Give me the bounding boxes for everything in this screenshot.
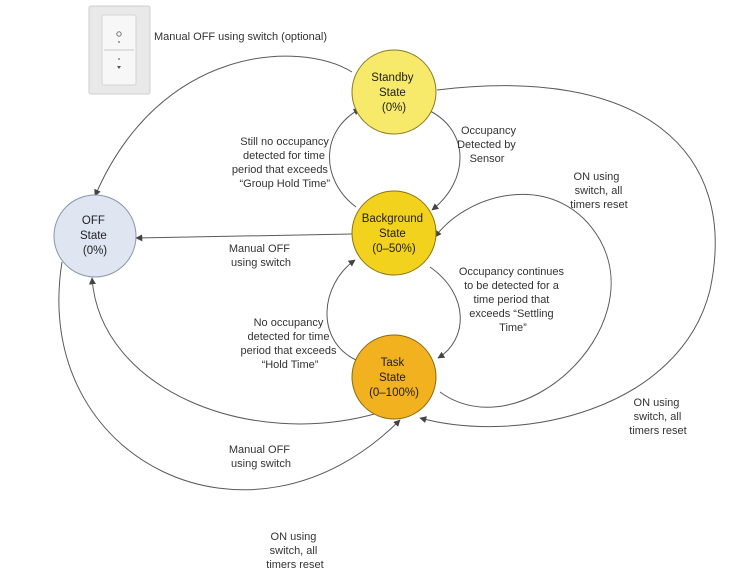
state-off-level: (0%) bbox=[83, 245, 107, 257]
arrow-task-to-background-reset bbox=[434, 194, 612, 408]
label-manual-off-background: Manual OFF using switch bbox=[229, 243, 293, 269]
arrow-background-to-standby bbox=[329, 108, 361, 208]
state-task: Task State (0–100%) bbox=[351, 334, 437, 420]
label-manual-off-optional: Manual OFF using switch (optional) bbox=[154, 31, 327, 43]
label-line: Manual OFF bbox=[229, 243, 290, 255]
label-line: using switch bbox=[231, 458, 291, 470]
transition-arrows bbox=[58, 55, 716, 491]
state-task-title: Task bbox=[381, 357, 405, 369]
label-line: Occupancy continues bbox=[459, 266, 565, 278]
label-line: ON using bbox=[271, 531, 317, 543]
state-background: Background State (0–50%) bbox=[351, 190, 437, 276]
label-line: “Group Hold Time” bbox=[240, 178, 331, 190]
label-line: switch, all bbox=[270, 545, 318, 557]
label-no-occupancy-hold: No occupancy detected for time period th… bbox=[240, 317, 339, 371]
state-task-subtitle: State bbox=[379, 372, 406, 384]
state-standby-title: Standby bbox=[371, 72, 413, 84]
label-on-reset-upper: ON using switch, all timers reset bbox=[570, 171, 627, 211]
state-standby-level: (0%) bbox=[382, 102, 406, 114]
label-manual-off-task: Manual OFF using switch bbox=[229, 444, 293, 470]
arrow-background-to-off bbox=[135, 233, 353, 242]
label-line: Manual OFF bbox=[229, 444, 290, 456]
label-occupancy-continues: Occupancy continues to be detected for a… bbox=[459, 266, 567, 334]
state-standby-subtitle: State bbox=[379, 87, 406, 99]
label-line: “Hold Time” bbox=[262, 359, 319, 371]
label-line: time period that bbox=[474, 294, 550, 306]
label-line: switch, all bbox=[634, 411, 682, 423]
arrow-off-to-task bbox=[58, 261, 401, 491]
arrow-task-to-background bbox=[326, 259, 357, 361]
label-line: ON using bbox=[634, 397, 680, 409]
svg-text:Background State (: Background State (0–50%) bbox=[362, 213, 427, 255]
label-line: period that exceeds bbox=[232, 164, 329, 176]
label-line: detected for time bbox=[243, 150, 325, 162]
state-background-level: (0–50%) bbox=[372, 243, 416, 255]
arrow-standby-to-task bbox=[419, 85, 716, 428]
arrow-background-to-task bbox=[429, 266, 461, 359]
svg-text:Task State (0–100%: Task State (0–100%) bbox=[369, 357, 419, 399]
label-line: Detected by bbox=[457, 139, 516, 151]
label-line: timers reset bbox=[629, 425, 686, 437]
wall-switch-icon bbox=[88, 5, 151, 95]
label-still-no-occupancy: Still no occupancy detected for time per… bbox=[232, 136, 332, 190]
label-line: Sensor bbox=[470, 153, 505, 165]
state-background-subtitle: State bbox=[379, 228, 406, 240]
state-task-level: (0–100%) bbox=[369, 387, 419, 399]
arrow-task-to-off bbox=[88, 277, 379, 425]
state-standby: Standby State (0%) bbox=[351, 49, 437, 135]
label-line: Manual OFF using switch (optional) bbox=[154, 31, 327, 43]
label-line: to be detected for a bbox=[464, 280, 560, 292]
label-line: timers reset bbox=[266, 559, 323, 571]
label-line: detected for time bbox=[248, 331, 330, 343]
label-line: ON using bbox=[574, 171, 620, 183]
state-off: OFF State (0%) bbox=[53, 194, 137, 278]
label-occupancy-detected: Occupancy Detected by Sensor bbox=[457, 125, 519, 165]
state-off-title: OFF bbox=[82, 215, 105, 227]
arrow-standby-to-background bbox=[427, 109, 461, 211]
label-line: Time” bbox=[499, 322, 527, 334]
state-off-subtitle: State bbox=[80, 230, 107, 242]
label-line: No occupancy bbox=[254, 317, 324, 329]
label-line: Occupancy bbox=[461, 125, 517, 137]
state-background-title: Background bbox=[362, 213, 423, 225]
label-on-reset-bottom: ON using switch, all timers reset bbox=[266, 531, 323, 571]
label-line: switch, all bbox=[575, 185, 623, 197]
label-line: Still no occupancy bbox=[240, 136, 329, 148]
svg-text:Standby State (0%): Standby State (0%) bbox=[371, 72, 416, 114]
label-line: timers reset bbox=[570, 199, 627, 211]
label-line: exceeds “Settling bbox=[469, 308, 553, 320]
svg-text:OFF State (0%): OFF State (0%) bbox=[80, 215, 110, 257]
label-on-reset-right: ON using switch, all timers reset bbox=[629, 397, 686, 437]
arrow-standby-to-off bbox=[94, 55, 353, 197]
label-line: period that exceeds bbox=[240, 345, 337, 357]
label-line: using switch bbox=[231, 257, 291, 269]
